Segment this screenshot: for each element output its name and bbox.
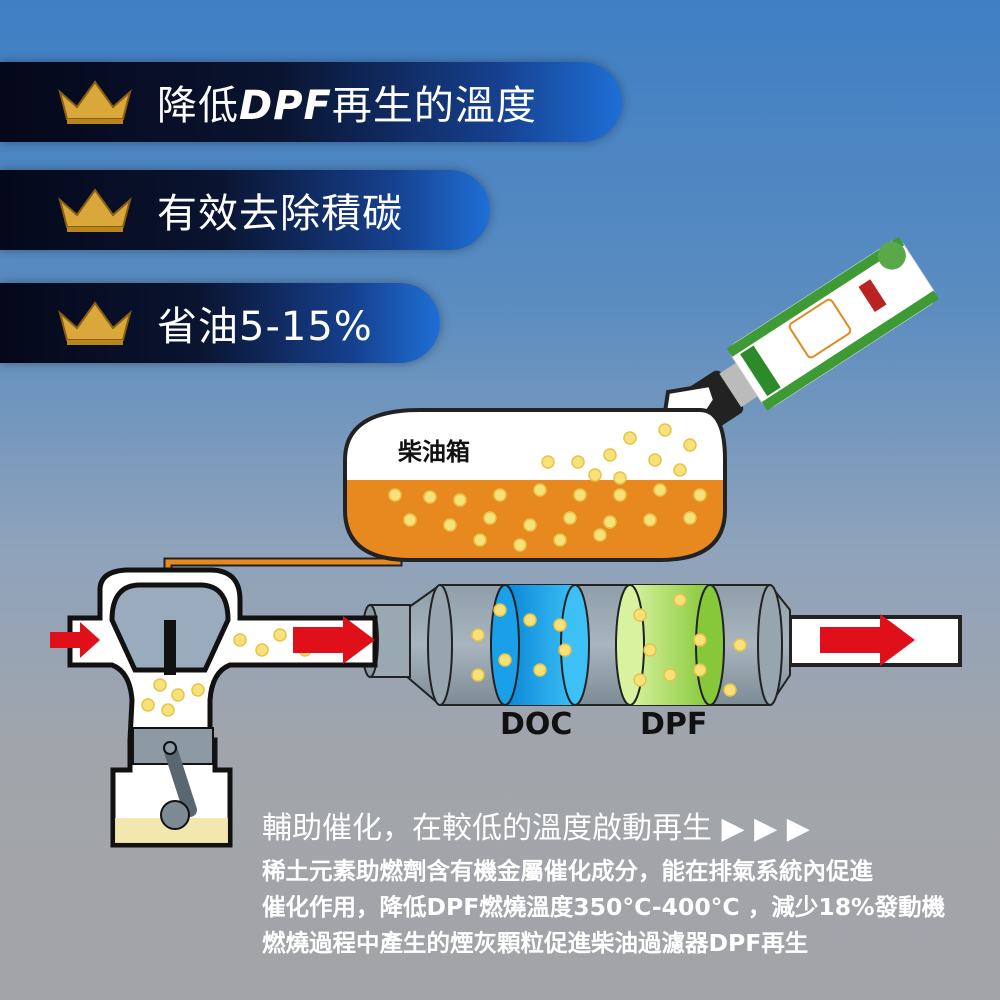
description-line: 催化作用，降低DPF燃燒溫度350°C-400°C ，減少18%發動機 (262, 893, 946, 921)
fuel-bubble (541, 455, 555, 469)
injector (164, 620, 176, 675)
fuel-tank-label: 柴油箱 (398, 438, 470, 466)
crown-icon (58, 188, 132, 232)
fuel-bubble (733, 638, 747, 652)
description: 輔助催化，在較低的溫度啟動再生 ▶ ▶ ▶ 稀土元素助燃劑含有機金屬催化成分，能… (262, 803, 945, 961)
fuel-bubble (171, 688, 185, 702)
fuel-bubble (403, 513, 417, 527)
fuel-bubble (633, 673, 647, 687)
fuel-bubble (571, 455, 585, 469)
banner-text: 降低DPF再生的溫度 (157, 83, 537, 129)
banner-text: 省油5-15% (157, 304, 373, 350)
fuel-bubble (255, 643, 269, 657)
fuel-bubble (493, 603, 507, 617)
fuel-bubble (443, 518, 457, 532)
fuel-bubble (558, 643, 572, 657)
fuel-bubble (388, 488, 402, 502)
fuel-bubble (233, 633, 247, 647)
banner-remove-carbon: 有效去除積碳 (0, 170, 490, 250)
fuel-bubble (643, 513, 657, 527)
fuel-bubble (683, 438, 697, 452)
banner-text: 有效去除積碳 (157, 191, 403, 237)
description-line: 稀土元素助燃劑含有機金屬催化成分，能在排氣系統內促進 (262, 857, 873, 885)
fuel-bubble (633, 608, 647, 622)
fuel-bubble (273, 628, 287, 642)
fuel-bubble (533, 663, 547, 677)
fuel-bubble (563, 511, 577, 525)
fuel-bubble (498, 653, 512, 667)
fuel-bubble (673, 463, 687, 477)
fuel-bubble (663, 668, 677, 682)
fuel-bubble (643, 643, 657, 657)
fuel-bubble (723, 683, 737, 697)
fuel-bubble (658, 423, 672, 437)
fuel-bubble (533, 483, 547, 497)
fuel-bubble (523, 518, 537, 532)
product-bottle (675, 225, 950, 448)
crown-icon (58, 301, 132, 345)
fuel-bubble (483, 511, 497, 525)
fuel-bubble (653, 483, 667, 497)
arrow-outlet (820, 614, 915, 666)
fuel-bubble (648, 453, 662, 467)
fuel-bubble (553, 533, 567, 547)
fuel-bubble (593, 528, 607, 542)
fuel-bubble (613, 488, 627, 502)
description-line: 燃燒過程中產生的煙灰顆粒促進柴油過濾器DPF再生 (262, 929, 809, 957)
banner-fuel-saving: 省油5-15% (0, 283, 440, 363)
fuel-bubble (693, 633, 707, 647)
fuel-bubble (623, 431, 637, 445)
fuel-bubble (473, 533, 487, 547)
fuel-bubble (453, 493, 467, 507)
fuel-bubble (673, 593, 687, 607)
fuel-bubble (471, 668, 485, 682)
fuel-bubble (523, 613, 537, 627)
fuel-bubble (588, 468, 602, 482)
banner-lower-dpf-temp: 降低DPF再生的溫度 (0, 62, 622, 142)
fuel-bubble (191, 683, 205, 697)
arrow-intake (50, 622, 100, 658)
fuel-bubble (423, 490, 437, 504)
fuel-bubble (693, 663, 707, 677)
flow-arrows (50, 614, 915, 666)
fuel-bubble (613, 471, 627, 485)
fuel-bubble (471, 628, 485, 642)
fuel-bubble (141, 698, 155, 712)
dpf-label: DPF (640, 707, 708, 742)
fuel-bubble (693, 488, 707, 502)
fuel-bubble (493, 488, 507, 502)
fuel-bubble (513, 538, 527, 552)
arrow-exhaust (293, 616, 375, 664)
fuel-bubble (683, 511, 697, 525)
fuel-bubble (153, 678, 167, 692)
doc-label: DOC (500, 707, 573, 742)
fuel-tank (343, 382, 727, 562)
crown-icon (58, 80, 132, 124)
fuel-bubble (161, 703, 175, 717)
fuel-bubble (603, 515, 617, 529)
fuel-bubble (553, 618, 567, 632)
fuel-bubble (603, 448, 617, 462)
description-heading: 輔助催化，在較低的溫度啟動再生 ▶ ▶ ▶ (262, 811, 810, 846)
fuel-bubble (573, 488, 587, 502)
crankshaft (160, 800, 190, 830)
